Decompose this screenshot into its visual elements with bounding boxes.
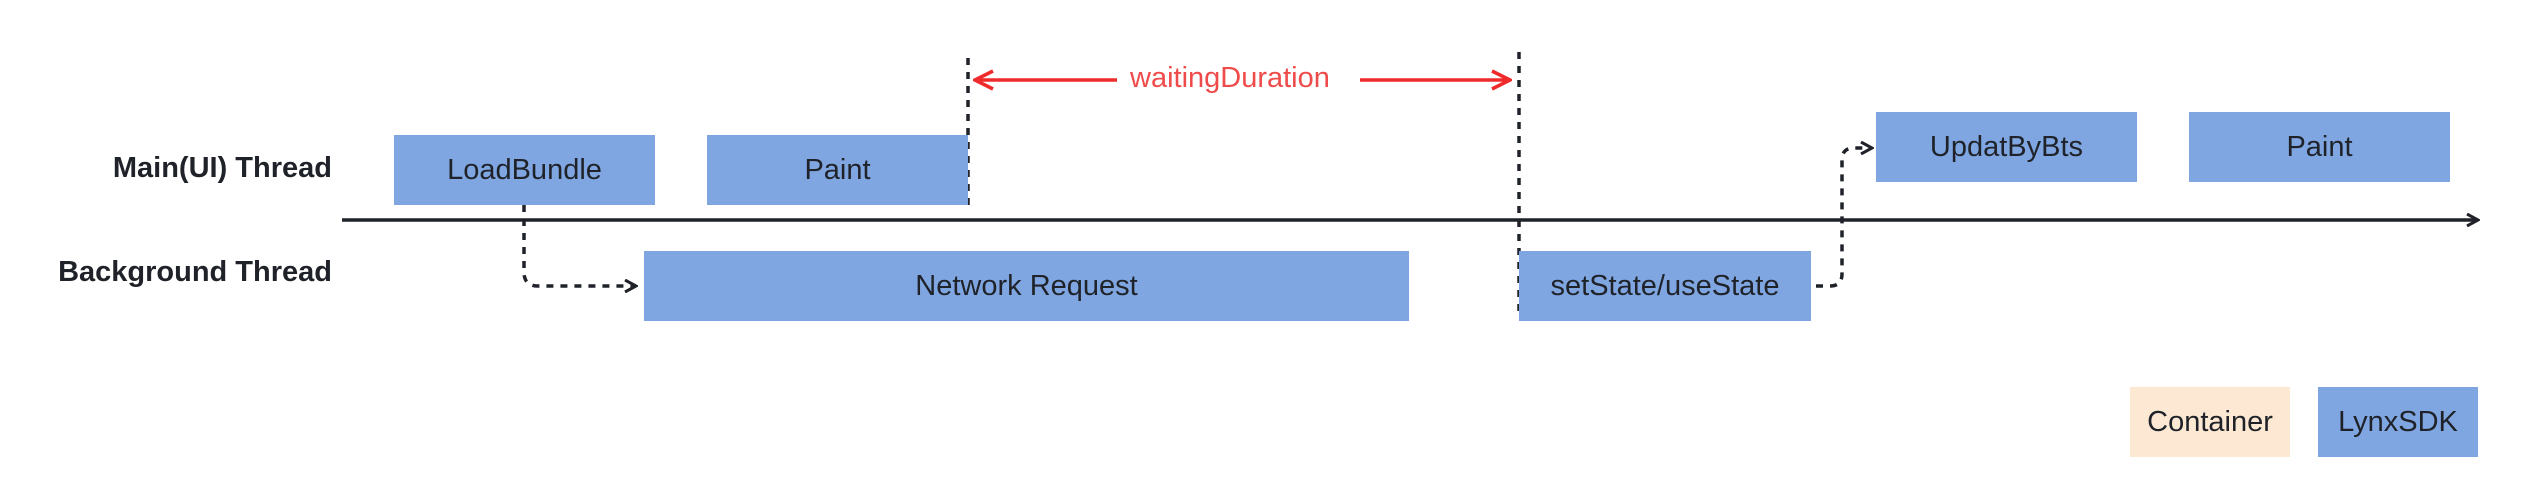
main-thread-label: Main(UI) Thread	[112, 152, 332, 184]
load-bundle-box: LoadBundle	[394, 135, 655, 205]
set-state-box: setState/useState	[1519, 251, 1811, 321]
legend-container: Container	[2130, 387, 2290, 457]
paint-box-1: Paint	[707, 135, 968, 205]
paint-box-2: Paint	[2189, 112, 2450, 182]
load-to-network-connector	[522, 205, 636, 286]
setstate-to-update-connector	[1816, 148, 1872, 288]
waiting-duration-label: waitingDuration	[1130, 62, 1330, 94]
background-thread-label: Background Thread	[58, 256, 332, 288]
network-request-box: Network Request	[644, 251, 1409, 321]
legend-lynx-sdk: LynxSDK	[2318, 387, 2478, 457]
update-by-bts-box: UpdatByBts	[1876, 112, 2137, 182]
